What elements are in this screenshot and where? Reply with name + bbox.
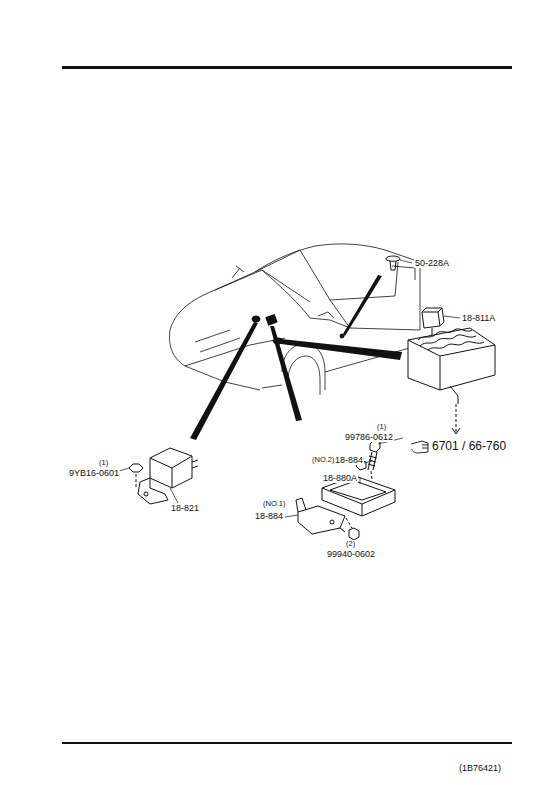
part-number: 18-811A — [461, 313, 496, 323]
car-outline — [170, 244, 420, 395]
clip-50-228A — [386, 256, 400, 270]
part-number: 50-228A — [414, 258, 450, 268]
module-18-880A — [296, 440, 395, 540]
control-unit-18-811A — [408, 308, 495, 434]
reference-number: 6701 / 66-760 — [431, 440, 507, 453]
part-number: 99940-0602 — [326, 549, 376, 559]
relay-18-821 — [129, 448, 198, 504]
part-number: 18-821 — [170, 503, 200, 513]
pointer-wedges — [190, 275, 402, 440]
reference-hand-symbol — [411, 441, 428, 453]
callout-number: (2) — [345, 540, 356, 548]
part-number: 99786-0612 — [344, 432, 394, 442]
part-number: 18-880A — [322, 473, 358, 483]
callout-number: (1) — [376, 423, 387, 431]
callout-number: (NO.1) — [262, 500, 287, 508]
leader-lines — [116, 260, 460, 548]
part-number: 9YB16-0601 — [68, 468, 120, 478]
part-number: 18-884 — [334, 455, 364, 465]
part-number: 18-884 — [254, 511, 284, 521]
drawing-number: (1B76421) — [458, 763, 502, 773]
bottom-rule — [62, 742, 512, 744]
callout-number: (NO.2) — [311, 456, 336, 464]
top-rule — [62, 66, 512, 69]
callout-number: (1) — [98, 459, 109, 467]
